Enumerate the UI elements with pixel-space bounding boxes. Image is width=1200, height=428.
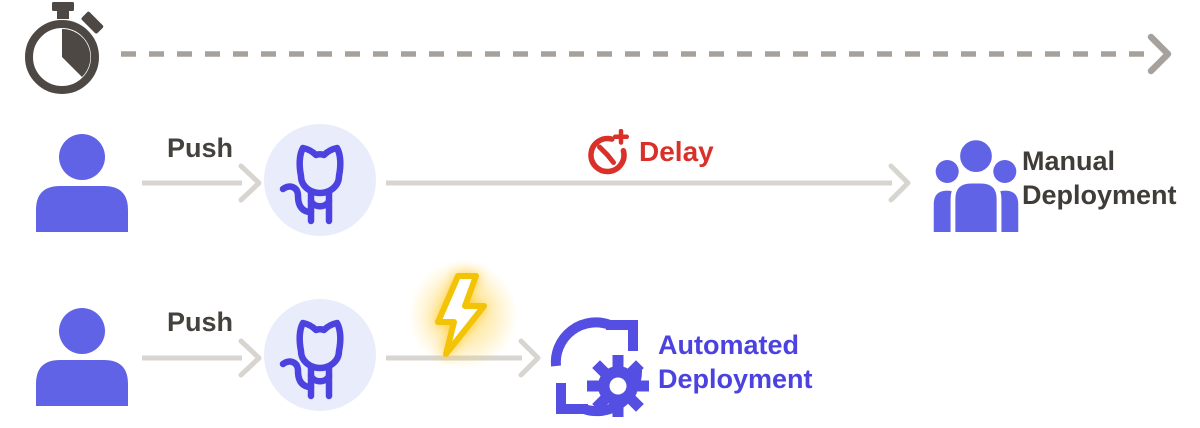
delay-badge: Delay (582, 129, 714, 175)
delay-arrow (386, 163, 911, 203)
delay-label: Delay (639, 136, 714, 167)
manual-deployment-label: Manual Deployment (1022, 144, 1177, 212)
push-label: Push (166, 307, 233, 337)
push-label: Push (166, 133, 233, 163)
person-icon (36, 308, 128, 406)
automated-deployment-label: Automated Deployment (658, 328, 813, 396)
gear (587, 355, 649, 417)
timeline-dashed-arrow (121, 33, 1172, 75)
manual-deployment-line2: Deployment (1022, 180, 1177, 210)
manual-deployment-line1: Manual (1022, 146, 1116, 176)
github-octocat-icon (279, 319, 344, 400)
push-arrow (142, 163, 262, 203)
github-badge (264, 124, 376, 236)
sync-gear-icon (550, 317, 649, 417)
lightning-bolt-icon (435, 273, 487, 357)
person-icon (36, 134, 128, 232)
stopwatch-icon (25, 2, 104, 94)
push-arrow (142, 338, 262, 378)
automated-deployment-line1: Automated (658, 330, 799, 360)
github-octocat-icon (279, 144, 344, 225)
clock-plus-icon (588, 129, 630, 175)
automated-deployment-line2: Deployment (658, 364, 813, 394)
team-people-icon (933, 135, 1019, 232)
github-badge (264, 299, 376, 411)
